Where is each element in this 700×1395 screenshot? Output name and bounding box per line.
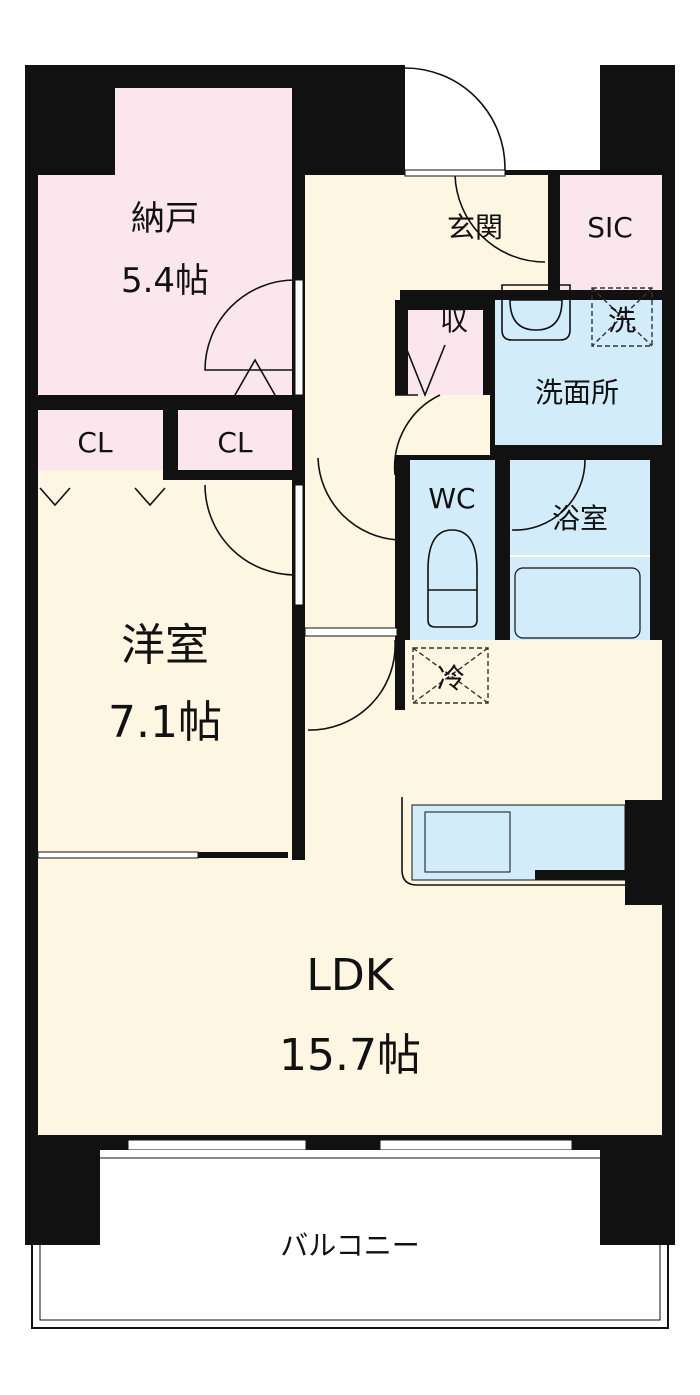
window-left[interactable] <box>127 1139 307 1151</box>
storage-closet <box>408 310 483 395</box>
washer-icon <box>591 287 653 347</box>
entrance-room <box>400 175 548 290</box>
balcony-area <box>31 1149 669 1329</box>
shoe-closet-label: SIC <box>587 211 633 244</box>
washroom <box>495 300 662 445</box>
ldk-main <box>38 860 662 1140</box>
hallway <box>305 175 400 640</box>
storage-room <box>115 88 292 178</box>
hall-door[interactable] <box>307 639 396 731</box>
western-room <box>38 480 292 855</box>
basin-icon <box>501 284 571 341</box>
storage-room-main <box>38 175 292 395</box>
sink-icon <box>424 811 511 873</box>
entry-outside <box>405 62 600 170</box>
entrance-door[interactable] <box>404 67 506 170</box>
bathroom-door[interactable] <box>511 459 586 531</box>
storage-label: 収 <box>440 304 468 337</box>
western-room-size: 7.1帖 <box>108 697 222 748</box>
fridge-label: 冷 <box>437 662 465 695</box>
western-room-door[interactable] <box>204 484 296 576</box>
closet-right <box>178 410 292 470</box>
window-right[interactable] <box>379 1139 573 1151</box>
fridge-icon <box>412 647 489 704</box>
closet-left-label: CL <box>77 426 113 459</box>
closet-left <box>38 410 163 470</box>
storage-room-door[interactable] <box>204 279 296 371</box>
toilet-icon <box>427 529 478 628</box>
entrance-label: 玄関 <box>447 211 503 244</box>
ldk-name: LDK <box>306 950 394 1001</box>
western-room-name: 洋室 <box>121 620 209 671</box>
storage-room-size: 5.4帖 <box>121 261 209 301</box>
toilet-label: WC <box>428 482 475 515</box>
ldk-size: 15.7帖 <box>279 1030 421 1081</box>
toilet <box>410 460 495 640</box>
washer-label: 洗 <box>608 304 636 337</box>
storage-room-name: 納戸 <box>131 199 199 239</box>
shoe-closet <box>560 175 662 290</box>
toilet-door[interactable] <box>317 457 401 541</box>
closet-right-label: CL <box>217 426 253 459</box>
bathroom-label: 浴室 <box>552 502 608 535</box>
washroom-label: 洗面所 <box>535 376 619 409</box>
balcony-label: バルコニー <box>280 1229 419 1262</box>
bathtub-icon <box>514 567 641 639</box>
